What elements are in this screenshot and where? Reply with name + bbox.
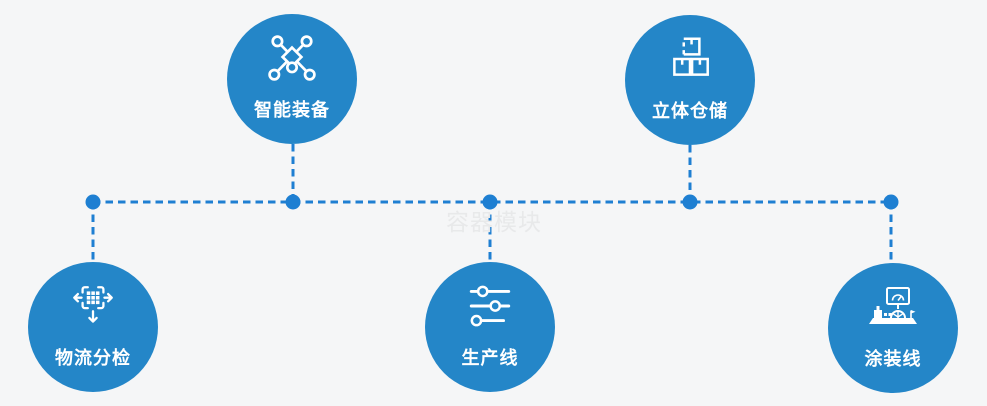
node-smart-equipment: 智能装备: [227, 14, 357, 144]
watermark-text: 容器模块: [446, 209, 542, 235]
network-nodes-icon: [260, 33, 324, 83]
node-label: 智能装备: [254, 100, 330, 120]
node-production: 生产线: [425, 262, 555, 392]
node-warehouse: 立体仓储: [625, 15, 755, 145]
machine-station-icon: [861, 282, 925, 332]
node-label: 涂装线: [864, 349, 922, 369]
stacked-boxes-icon: [658, 34, 722, 84]
node-logistics: 物流分检: [28, 262, 158, 392]
node-coating: 涂装线: [828, 263, 958, 393]
node-label: 生产线: [461, 348, 519, 368]
node-label: 物流分检: [55, 348, 131, 368]
sliders-icon: [458, 281, 522, 331]
sort-distribute-icon: [61, 281, 125, 331]
node-label: 立体仓储: [652, 101, 728, 121]
